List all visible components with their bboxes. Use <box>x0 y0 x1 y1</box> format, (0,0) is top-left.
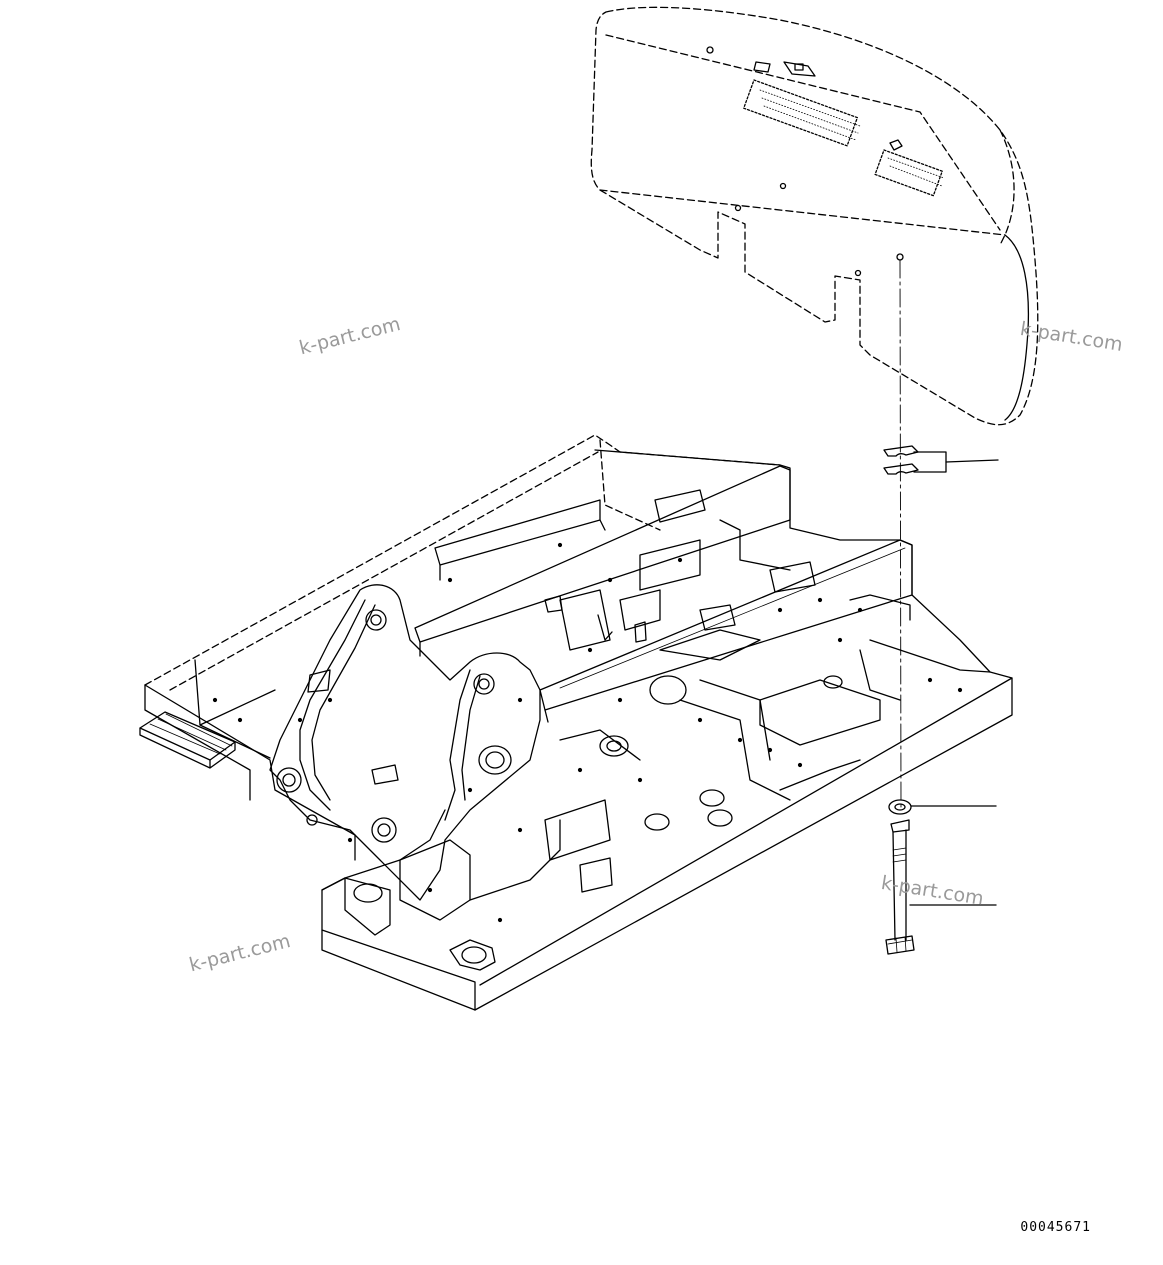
drawing-number: 00045671 <box>1020 1220 1091 1235</box>
washer <box>888 799 997 815</box>
shims <box>883 445 999 475</box>
bolt <box>885 819 997 955</box>
center-line <box>899 259 902 809</box>
counterweight <box>590 6 1039 426</box>
revolving-frame <box>139 434 1013 1011</box>
